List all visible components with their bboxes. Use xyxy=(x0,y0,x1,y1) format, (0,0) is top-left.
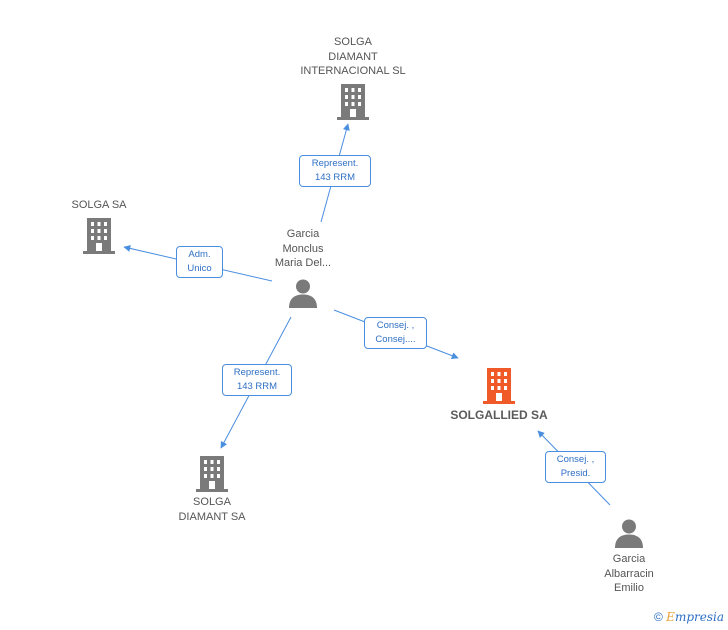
relation-text: Presid. xyxy=(560,468,591,479)
node-garcia-albarracin[interactable]: Garcia Albarracin Emilio xyxy=(584,518,674,596)
relation-text: Consej. , xyxy=(376,320,415,331)
copyright-icon: © xyxy=(653,610,663,624)
building-icon xyxy=(337,83,369,120)
relation-text: Adm. xyxy=(188,249,211,260)
relation-label-consej[interactable]: Consej. , Consej.... xyxy=(364,317,427,349)
node-label-line: Albarracin xyxy=(604,567,654,580)
node-label-line: Monclus xyxy=(282,242,324,255)
node-garcia-monclus[interactable]: Garcia Monclus Maria Del... xyxy=(253,227,353,308)
node-label-line: Emilio xyxy=(614,582,644,594)
relation-label-represent[interactable]: Represent. 143 RRM xyxy=(222,364,292,396)
relation-text: 143 RRM xyxy=(236,381,278,392)
empresia-logo[interactable]: Empresia xyxy=(666,610,724,624)
relation-text: Consej.... xyxy=(375,334,416,345)
relation-text: 143 RRM xyxy=(314,172,356,183)
node-label-line: DIAMANT xyxy=(328,50,378,63)
relation-text: Represent. xyxy=(233,367,281,378)
node-label-line: SOLGA SA xyxy=(71,199,127,211)
node-solgallied[interactable]: SOLGALLIED SA xyxy=(439,368,559,423)
node-solga-sa[interactable]: SOLGA SA xyxy=(54,198,144,254)
brand-initial: E xyxy=(666,610,675,624)
relation-label-represent[interactable]: Represent. 143 RRM xyxy=(299,155,371,187)
building-icon xyxy=(83,217,115,254)
relation-label-consej-presid[interactable]: Consej. , Presid. xyxy=(545,451,606,483)
relation-text: Represent. xyxy=(311,158,359,169)
node-label-line: SOLGA xyxy=(334,36,372,48)
relation-text: Consej. , xyxy=(556,454,595,465)
relation-text: Unico xyxy=(187,263,212,274)
node-solga-diamant-internacional[interactable]: SOLGA DIAMANT INTERNACIONAL SL xyxy=(293,35,413,120)
node-label-line: SOLGALLIED SA xyxy=(450,408,548,422)
node-label-line: INTERNACIONAL SL xyxy=(300,65,406,77)
node-label-line: Maria Del... xyxy=(274,257,332,269)
node-label-line: DIAMANT SA xyxy=(178,510,246,523)
building-icon xyxy=(483,368,515,404)
node-label-line: SOLGA xyxy=(193,496,231,508)
node-label-line: Garcia xyxy=(286,228,320,240)
person-icon xyxy=(615,519,643,548)
building-icon xyxy=(196,456,228,492)
node-label-line: Garcia xyxy=(612,553,646,565)
person-icon xyxy=(289,279,317,308)
footer-credit: © Empresia xyxy=(654,610,724,624)
brand-rest: mpresia xyxy=(674,610,724,624)
node-solga-diamant[interactable]: SOLGA DIAMANT SA xyxy=(167,456,257,524)
relation-label-adm-unico[interactable]: Adm. Unico xyxy=(176,246,223,278)
